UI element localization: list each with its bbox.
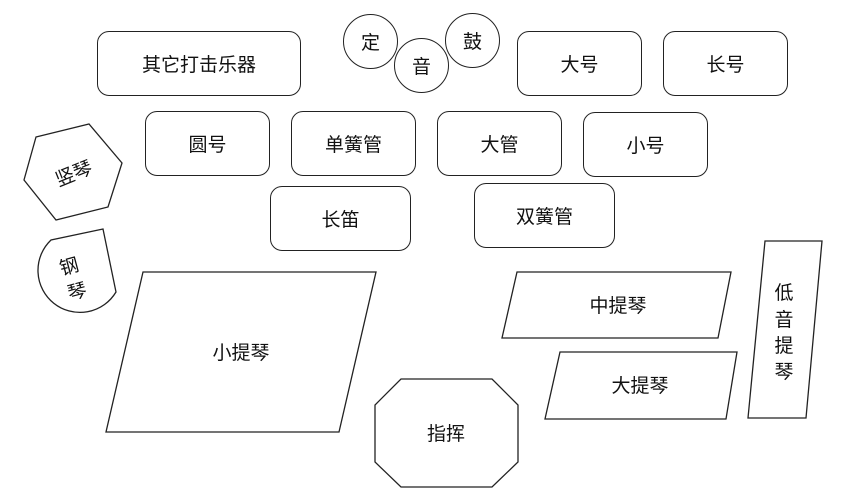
- clarinet-label: 单簧管: [324, 134, 382, 156]
- french-horn-box: 圆号: [145, 111, 270, 176]
- timpani-yin-circle: 音: [394, 38, 449, 93]
- viola-label: 中提琴: [589, 295, 646, 317]
- other-percussion-label: 其它打击乐器: [141, 54, 256, 76]
- timpani-gu-circle: 鼓: [445, 13, 500, 68]
- french-horn-label: 圆号: [188, 134, 227, 156]
- small-horn-box: 小号: [583, 112, 708, 177]
- flute-label: 长笛: [321, 209, 360, 231]
- oboe-box: 双簧管: [474, 183, 615, 248]
- trumpet-label: 大号: [560, 54, 599, 76]
- piano-shape: 钢 琴: [37, 228, 117, 314]
- small-horn-label: 小号: [626, 135, 665, 157]
- double-bass-char-1: 低: [774, 282, 793, 304]
- clarinet-box: 单簧管: [291, 111, 416, 176]
- other-percussion-box: 其它打击乐器: [97, 31, 301, 96]
- trombone-label: 长号: [706, 54, 745, 76]
- conductor-shape: 指挥: [374, 378, 519, 488]
- cello-shape: 大提琴: [544, 351, 738, 420]
- conductor-label: 指挥: [427, 423, 465, 445]
- harp-label: 竖琴: [52, 157, 95, 192]
- violin-label: 小提琴: [212, 342, 269, 364]
- harp-shape: 竖琴: [23, 123, 123, 221]
- violin-shape: 小提琴: [105, 271, 377, 433]
- piano-label-line1: 钢: [57, 254, 81, 280]
- trombone-box: 长号: [663, 31, 788, 96]
- trumpet-box: 大号: [517, 31, 642, 96]
- timpani-ding-circle: 定: [343, 14, 398, 69]
- double-bass-shape: 低 音 提 琴: [747, 240, 823, 419]
- timpani-gu-label: 鼓: [462, 31, 482, 53]
- oboe-label: 双簧管: [515, 206, 573, 228]
- cello-label: 大提琴: [611, 375, 668, 397]
- double-bass-char-4: 琴: [774, 361, 793, 383]
- double-bass-char-2: 音: [774, 309, 793, 331]
- timpani-ding-label: 定: [360, 32, 380, 54]
- timpani-yin-label: 音: [411, 56, 431, 78]
- viola-shape: 中提琴: [501, 271, 732, 339]
- piano-label-line2: 琴: [65, 279, 89, 305]
- double-bass-char-3: 提: [774, 335, 793, 357]
- flute-box: 长笛: [270, 186, 411, 251]
- big-pipe-label: 大管: [480, 134, 519, 156]
- big-pipe-box: 大管: [437, 111, 562, 176]
